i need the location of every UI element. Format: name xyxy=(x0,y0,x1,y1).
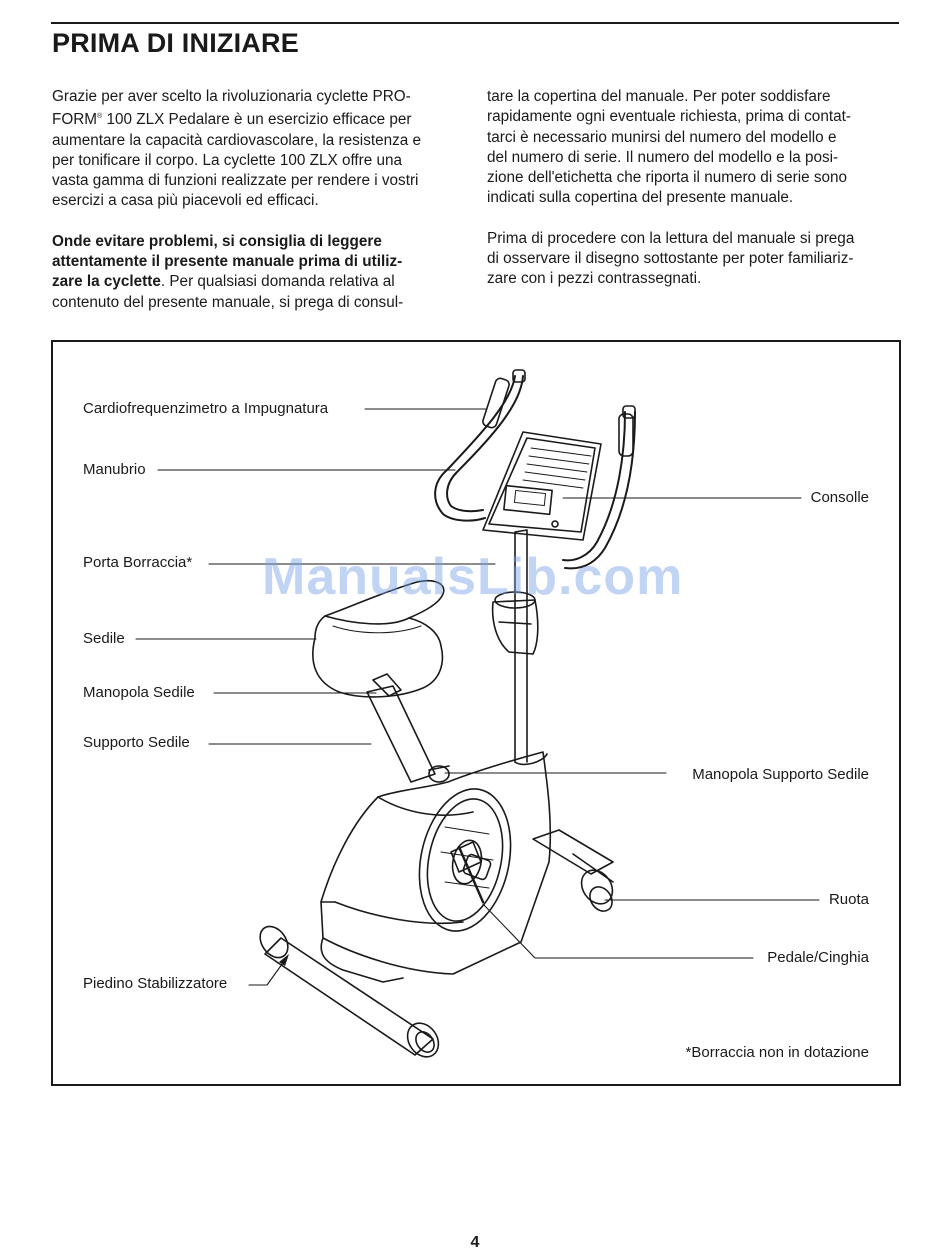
intro-paragraph-2: Onde evitare problemi, si consiglia di l… xyxy=(52,232,466,313)
registered-mark: ® xyxy=(97,113,103,121)
exercise-bike-illustration-icon xyxy=(135,369,820,1058)
label-stabilizer: Piedino Stabilizzatore xyxy=(83,975,228,992)
page-number: 4 xyxy=(470,1234,480,1251)
seat xyxy=(312,579,445,698)
label-pulse-sensor: Cardiofrequenzimetro a Impugnatura xyxy=(83,400,329,417)
text-line: zare la cyclette. Per qualsiasi domanda … xyxy=(52,272,466,292)
text-line: esercizi a casa più piacevoli ed efficac… xyxy=(52,192,319,210)
label-seat-post-knob: Manopola Supporto Sedile xyxy=(692,766,869,783)
label-wheel: Ruota xyxy=(828,891,869,908)
intro-left-column: Grazie per aver scelto la rivoluzionaria… xyxy=(52,87,466,333)
brand-text: FORM xyxy=(52,111,98,129)
watermark: ManualsLib.com xyxy=(262,548,684,606)
text-line: aumentare la capacità cardiovascolare, l… xyxy=(52,131,422,149)
label-bottle-holder: Porta Borraccia* xyxy=(83,554,193,571)
text-line: per tonificare il corpo. La cyclette 100… xyxy=(52,151,403,169)
text-line: indicati sulla copertina del presente ma… xyxy=(487,189,794,207)
text-line: di osservare il disegno sottostante per … xyxy=(487,250,854,268)
label-pedal-strap: Pedale/Cinghia xyxy=(767,949,869,966)
frame-body xyxy=(320,751,552,983)
front-stabilizer xyxy=(259,925,440,1058)
warning-text-fragment: zare la cyclette xyxy=(52,273,161,291)
label-handlebar: Manubrio xyxy=(83,461,146,478)
upright xyxy=(514,529,548,766)
text-line: Prima di procedere con la lettura del ma… xyxy=(487,229,855,247)
bottle-holder xyxy=(491,591,539,655)
intro-paragraph-3: tare la copertina del manuale. Per poter… xyxy=(487,87,901,209)
label-seat-post: Supporto Sedile xyxy=(83,734,190,751)
text-line: vasta gamma di funzioni realizzate per r… xyxy=(52,172,419,190)
text-line: tarci è necessario munirsi del numero de… xyxy=(487,128,837,146)
warning-text-line: attentamente il presente manuale prima d… xyxy=(52,253,403,271)
text-fragment: 100 ZLX Pedalare è un esercizio efficace… xyxy=(102,111,412,129)
text-line: contenuto del presente manuale, si prega… xyxy=(52,293,404,311)
text-line: zare con i pezzi contrassegnati. xyxy=(487,270,702,288)
console xyxy=(482,431,602,541)
text-line: rapidamente ogni eventuale richiesta, pr… xyxy=(487,108,851,126)
text-line: Grazie per aver scelto la rivoluzionaria… xyxy=(52,88,411,105)
label-seat-knob: Manopola Sedile xyxy=(83,684,195,701)
flywheel xyxy=(418,788,512,932)
label-console: Consolle xyxy=(810,489,869,506)
footnote: *Borraccia non in dotazione xyxy=(685,1044,869,1061)
warning-text-line: Onde evitare problemi, si consiglia di l… xyxy=(52,232,382,250)
seat-post xyxy=(366,673,450,783)
page-title: PRIMA DI INIZIARE xyxy=(52,28,299,58)
pedal-crank xyxy=(450,841,492,904)
text-line: FORM® 100 ZLX Pedalare è un esercizio ef… xyxy=(52,107,466,130)
intro-right-column: tare la copertina del manuale. Per poter… xyxy=(487,87,901,310)
intro-paragraph-4: Prima di procedere con la lettura del ma… xyxy=(487,229,901,290)
intro-paragraph-1: Grazie per aver scelto la rivoluzionaria… xyxy=(52,87,466,212)
handlebar xyxy=(434,369,636,570)
parts-diagram: Cardiofrequenzimetro a Impugnatura Manub… xyxy=(51,340,901,1086)
leader-lines xyxy=(135,408,820,986)
text-fragment: . Per qualsiasi domanda relativa al xyxy=(160,273,395,291)
label-seat: Sedile xyxy=(83,630,125,647)
text-line: del numero di serie. Il numero del model… xyxy=(487,148,839,166)
top-rule xyxy=(51,22,899,24)
text-line: tare la copertina del manuale. Per poter… xyxy=(487,88,831,105)
text-line: zione dell'etichetta che riporta il nume… xyxy=(487,169,848,187)
